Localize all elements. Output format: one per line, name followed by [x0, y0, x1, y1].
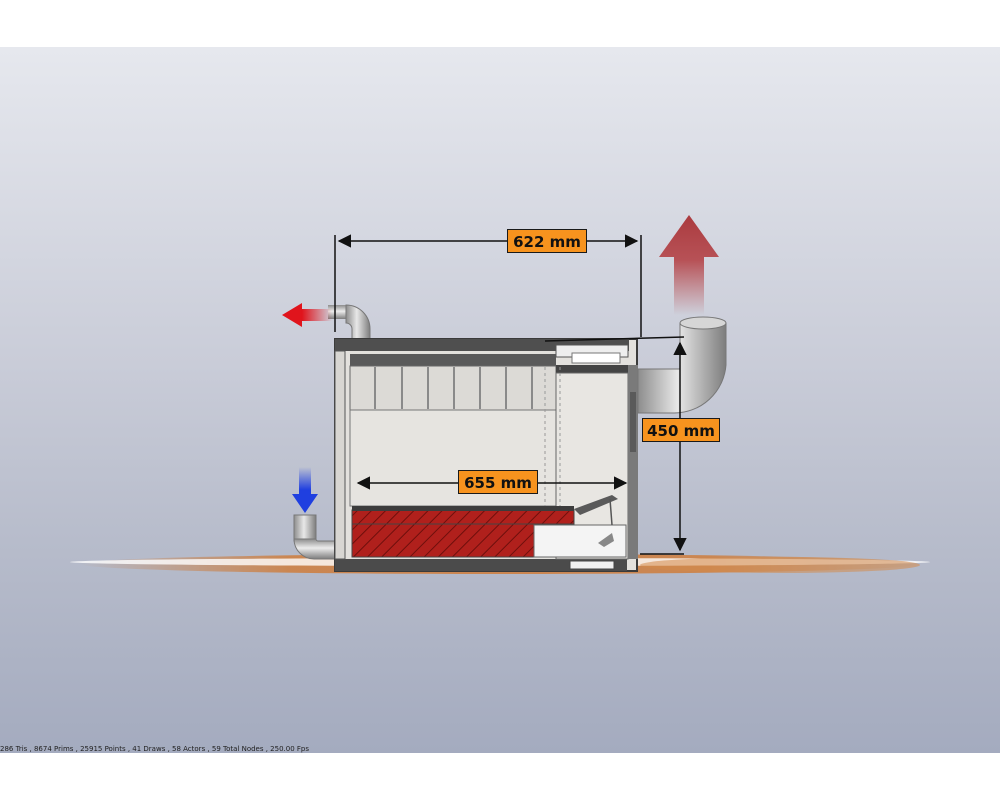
dimension-height-right-line: [544, 336, 687, 555]
boiler-scene: [70, 215, 930, 574]
flue-exhaust-pipe: [637, 316, 727, 414]
dimension-width-top-line: [334, 234, 642, 337]
render-stats-bar: 286 Tris , 8674 Prims , 25915 Points , 4…: [0, 745, 310, 753]
hot-water-outlet-arrow: [282, 303, 332, 327]
dimension-label-depth: 655 mm: [458, 470, 538, 494]
cold-water-inlet-arrow: [292, 467, 318, 513]
3d-viewport[interactable]: 622 mm 450 mm 655 mm: [0, 47, 1000, 753]
hot-water-outlet-pipe: [328, 304, 371, 344]
dimension-label-height: 450 mm: [642, 418, 720, 442]
dimension-label-width: 622 mm: [507, 229, 587, 253]
cold-water-inlet-pipe: [293, 514, 337, 560]
boiler-body: [334, 338, 638, 572]
flue-exhaust-arrow: [659, 215, 719, 315]
